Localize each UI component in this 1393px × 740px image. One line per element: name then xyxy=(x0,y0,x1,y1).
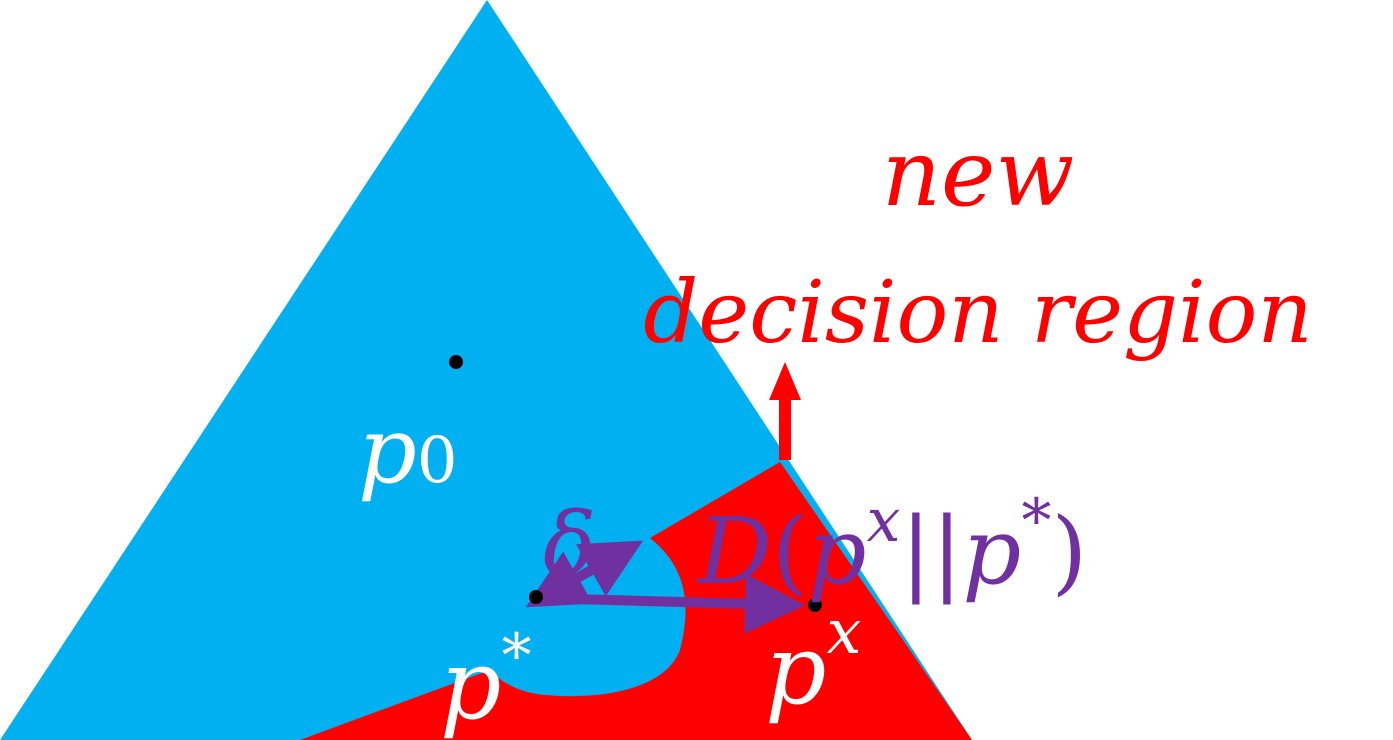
point-p0 xyxy=(449,355,463,369)
divergence-bars: || xyxy=(900,498,962,605)
divergence-arrow xyxy=(537,573,805,634)
region-label-line1: new xyxy=(882,120,1074,227)
label-p0-sub: 0 xyxy=(417,424,458,498)
divergence-p1: p xyxy=(808,498,867,605)
point-px xyxy=(808,598,822,612)
label-pstar: p* xyxy=(440,621,531,740)
divergence-sup2: * xyxy=(1021,486,1051,556)
label-px-sup: x xyxy=(826,595,861,668)
point-pstar xyxy=(529,590,543,604)
divergence-D: D xyxy=(696,498,772,605)
divergence-p2: p xyxy=(962,498,1021,605)
region-arrow-head xyxy=(769,362,801,400)
label-divergence: D(px||p*) xyxy=(696,486,1087,605)
delta-arrow xyxy=(525,540,644,608)
divergence-sup1: x xyxy=(867,486,901,556)
label-p0: p0 xyxy=(358,397,458,504)
label-px: px xyxy=(765,595,861,726)
divergence-open-paren: ( xyxy=(772,498,808,605)
label-pstar-sup: * xyxy=(501,621,531,691)
region-label-line2: decision region xyxy=(643,263,1312,363)
label-px-base: p xyxy=(765,614,826,726)
label-p0-base: p xyxy=(358,397,417,504)
red-decision-region xyxy=(300,462,972,740)
label-delta: δ xyxy=(543,493,596,596)
label-pstar-base: p xyxy=(440,629,501,740)
divergence-close-paren: ) xyxy=(1051,498,1087,605)
